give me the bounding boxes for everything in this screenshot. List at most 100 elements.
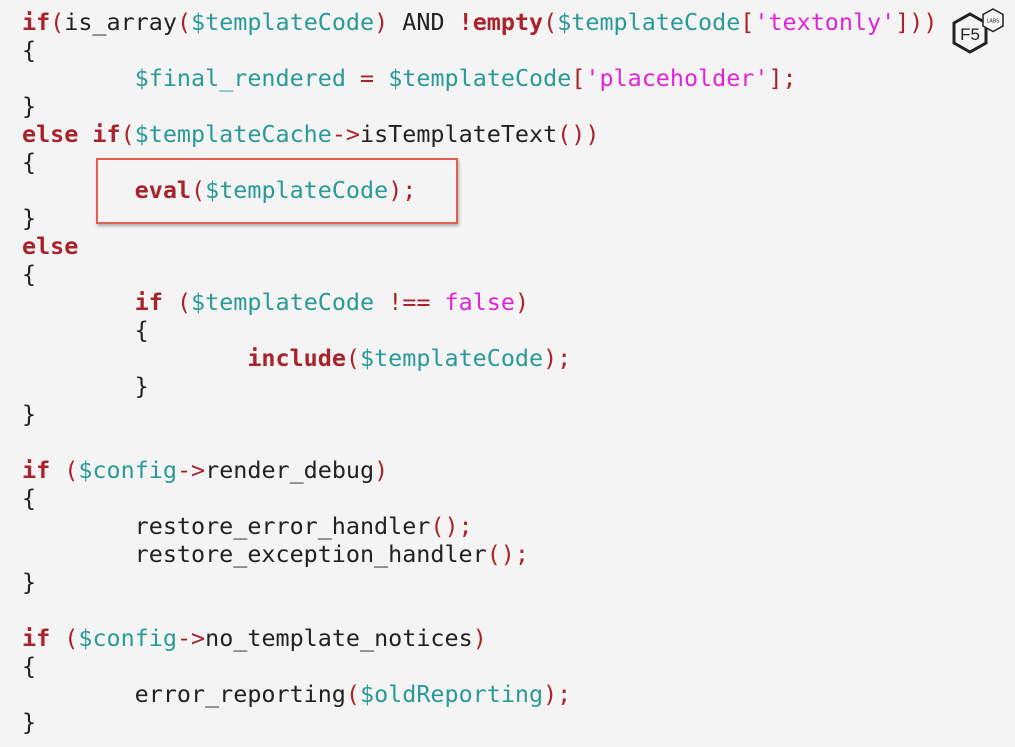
code-token: $final_rendered (134, 64, 346, 92)
code-block: if(is_array($templateCode) AND !empty($t… (22, 8, 937, 736)
code-token: ); (388, 176, 417, 204)
code-token (22, 64, 135, 92)
code-token: (); (486, 540, 529, 568)
code-line: } (22, 568, 937, 596)
code-token: else if (22, 120, 121, 148)
code-line: } (22, 204, 937, 232)
code-token: 'textonly' (754, 8, 896, 36)
logo-text: F5 (960, 25, 980, 44)
code-token: -> (331, 120, 360, 148)
code-token (50, 456, 64, 484)
code-line: } (22, 708, 937, 736)
code-token: restore_error_handler (22, 512, 431, 540)
code-token: $templateCode (191, 8, 375, 36)
code-token: ); (543, 680, 572, 708)
f5-labs-logo: F5 LABS (952, 8, 1004, 54)
code-line: if ($config->no_template_notices) (22, 624, 937, 652)
code-token: $config (78, 456, 177, 484)
code-token: $oldReporting (360, 680, 544, 708)
code-token: restore_exception_handler (22, 540, 487, 568)
code-line (22, 596, 937, 624)
code-token: ]; (768, 64, 797, 92)
code-token: ); (543, 344, 572, 372)
code-token: { (22, 260, 37, 288)
logo-badge: LABS (987, 19, 1000, 25)
code-token (22, 344, 247, 372)
code-token: $templateCode (360, 344, 544, 372)
code-token: ( (176, 8, 192, 36)
code-token: { (22, 652, 37, 680)
code-token: if (134, 288, 163, 316)
code-line: { (22, 36, 937, 64)
highlight-box (96, 158, 458, 224)
code-line: } (22, 92, 937, 120)
code-token: { (22, 484, 37, 512)
code-token: } (22, 204, 37, 232)
code-line: { (22, 260, 937, 288)
code-token: 'placeholder' (585, 64, 769, 92)
code-token: ( (543, 8, 558, 36)
code-line: else if($templateCache->isTemplateText()… (22, 120, 937, 148)
code-token: no_template_notices (205, 624, 473, 652)
code-token (430, 288, 444, 316)
code-line: restore_error_handler(); (22, 512, 937, 540)
code-token (50, 624, 64, 652)
code-token: $templateCode (205, 176, 389, 204)
code-token: ) (472, 624, 487, 652)
code-line: include($templateCode); (22, 344, 937, 372)
code-token: $templateCode (388, 64, 572, 92)
code-token: { (22, 316, 149, 344)
code-token: $templateCache (134, 120, 332, 148)
code-line: $final_rendered = $templateCode['placeho… (22, 64, 937, 92)
code-token: ()) (557, 120, 600, 148)
code-line: else (22, 232, 937, 260)
code-token (374, 288, 388, 316)
code-line: { (22, 484, 937, 512)
code-token: ( (191, 176, 206, 204)
code-line: { (22, 652, 937, 680)
code-token: { (22, 36, 37, 64)
code-line: error_reporting($oldReporting); (22, 680, 937, 708)
code-token: { (22, 148, 37, 176)
code-token: -> (176, 456, 206, 484)
code-token: ( (120, 120, 135, 148)
code-line (22, 428, 937, 456)
code-line: } (22, 372, 937, 400)
code-token: include (247, 344, 346, 372)
code-token: !== (388, 288, 431, 316)
code-token: $config (78, 624, 177, 652)
code-token: -> (176, 624, 206, 652)
code-token: } (22, 92, 37, 120)
code-token: if (22, 456, 51, 484)
code-line: eval($templateCode); (22, 176, 937, 204)
code-token: [ (740, 8, 755, 36)
code-token: ( (64, 624, 79, 652)
code-token: if (22, 8, 51, 36)
code-line: { (22, 148, 937, 176)
code-token: } (22, 708, 37, 736)
code-token: render_debug (205, 456, 375, 484)
code-token: ) (514, 288, 530, 316)
code-token: error_reporting (22, 680, 346, 708)
code-token: eval (134, 176, 192, 204)
code-token: isTemplateText (360, 120, 558, 148)
code-line: if(is_array($templateCode) AND !empty($t… (22, 8, 937, 36)
code-token (22, 288, 135, 316)
code-line: if ($templateCode !== false) (22, 288, 937, 316)
code-token: ) (374, 8, 389, 36)
code-line: restore_exception_handler(); (22, 540, 937, 568)
code-token: AND (388, 8, 459, 36)
code-token (163, 288, 177, 316)
code-token (374, 64, 388, 92)
code-token: } (22, 372, 149, 400)
code-token: ( (345, 344, 360, 372)
code-token: !empty (458, 8, 544, 36)
code-token: $templateCode (557, 8, 741, 36)
code-token: if (22, 624, 51, 652)
code-token: is_array (64, 8, 177, 36)
code-token: } (22, 568, 37, 596)
code-token: } (22, 400, 37, 428)
code-line: } (22, 400, 937, 428)
code-token (346, 64, 360, 92)
code-token: else (22, 232, 79, 260)
